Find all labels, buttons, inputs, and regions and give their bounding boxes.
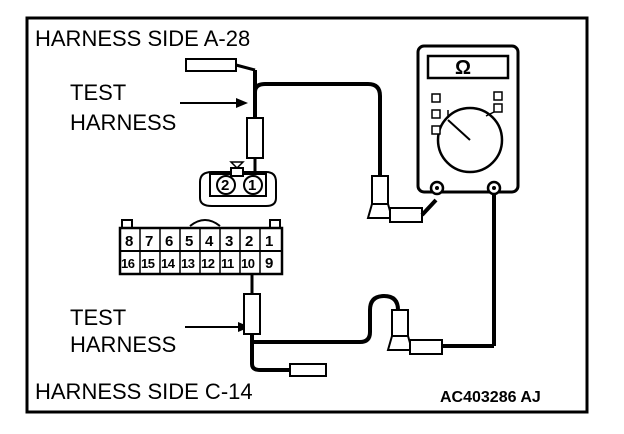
figure-code: AC403286 AJ xyxy=(440,389,541,406)
c14-pin-5: 5 xyxy=(185,233,193,250)
meter-lead-right-a xyxy=(252,293,400,344)
c14-pin-12: 12 xyxy=(201,256,215,271)
bottom-harness-sleeve xyxy=(243,293,261,335)
connector-c14: 8 7 6 5 4 3 2 1 16 15 14 13 12 11 10 9 xyxy=(118,219,284,276)
c14-pin-11: 11 xyxy=(221,256,234,271)
c14-pin-6: 6 xyxy=(165,233,173,250)
a28-pin-1: 1 xyxy=(248,177,256,194)
c14-pin-16: 16 xyxy=(121,256,135,271)
meter-lead-left xyxy=(253,82,382,176)
c14-pin-3: 3 xyxy=(225,233,233,250)
diagram-frame xyxy=(25,16,589,414)
clip-right xyxy=(386,309,494,355)
test-probe-icon xyxy=(185,58,256,72)
c14-pin-15: 15 xyxy=(141,256,155,271)
bottom-harness-wire xyxy=(250,334,290,372)
c14-pin-1: 1 xyxy=(265,233,273,250)
c14-pin-2: 2 xyxy=(245,233,253,250)
test-harness-bottom-line2: HARNESS xyxy=(70,332,176,357)
arrow-bottom xyxy=(185,322,250,332)
arrow-top xyxy=(180,98,248,108)
c14-pin-10: 10 xyxy=(241,256,255,271)
connector-icon: 2 1 xyxy=(199,161,277,207)
test-harness-top-line2: HARNESS xyxy=(70,110,176,135)
c14-pin-8: 8 xyxy=(125,233,133,250)
test-harness-top-line1: TEST xyxy=(70,80,126,105)
a28-pin-2: 2 xyxy=(221,177,229,194)
test-probe-bottom xyxy=(289,363,327,377)
c14-pin-9: 9 xyxy=(265,255,273,272)
c14-pin-4: 4 xyxy=(205,233,214,250)
ohmmeter-icon: Ω xyxy=(416,44,520,196)
c14-pin-13: 13 xyxy=(181,256,195,271)
top-title: HARNESS SIDE A-28 xyxy=(35,26,250,51)
test-harness-bottom-line1: TEST xyxy=(70,305,126,330)
c14-pin-14: 14 xyxy=(161,256,176,271)
top-harness-sleeve xyxy=(246,117,264,159)
clip-left xyxy=(366,175,438,223)
c14-pin-7: 7 xyxy=(145,233,153,250)
bottom-title: HARNESS SIDE C-14 xyxy=(35,379,253,404)
ohm-symbol: Ω xyxy=(455,57,471,79)
